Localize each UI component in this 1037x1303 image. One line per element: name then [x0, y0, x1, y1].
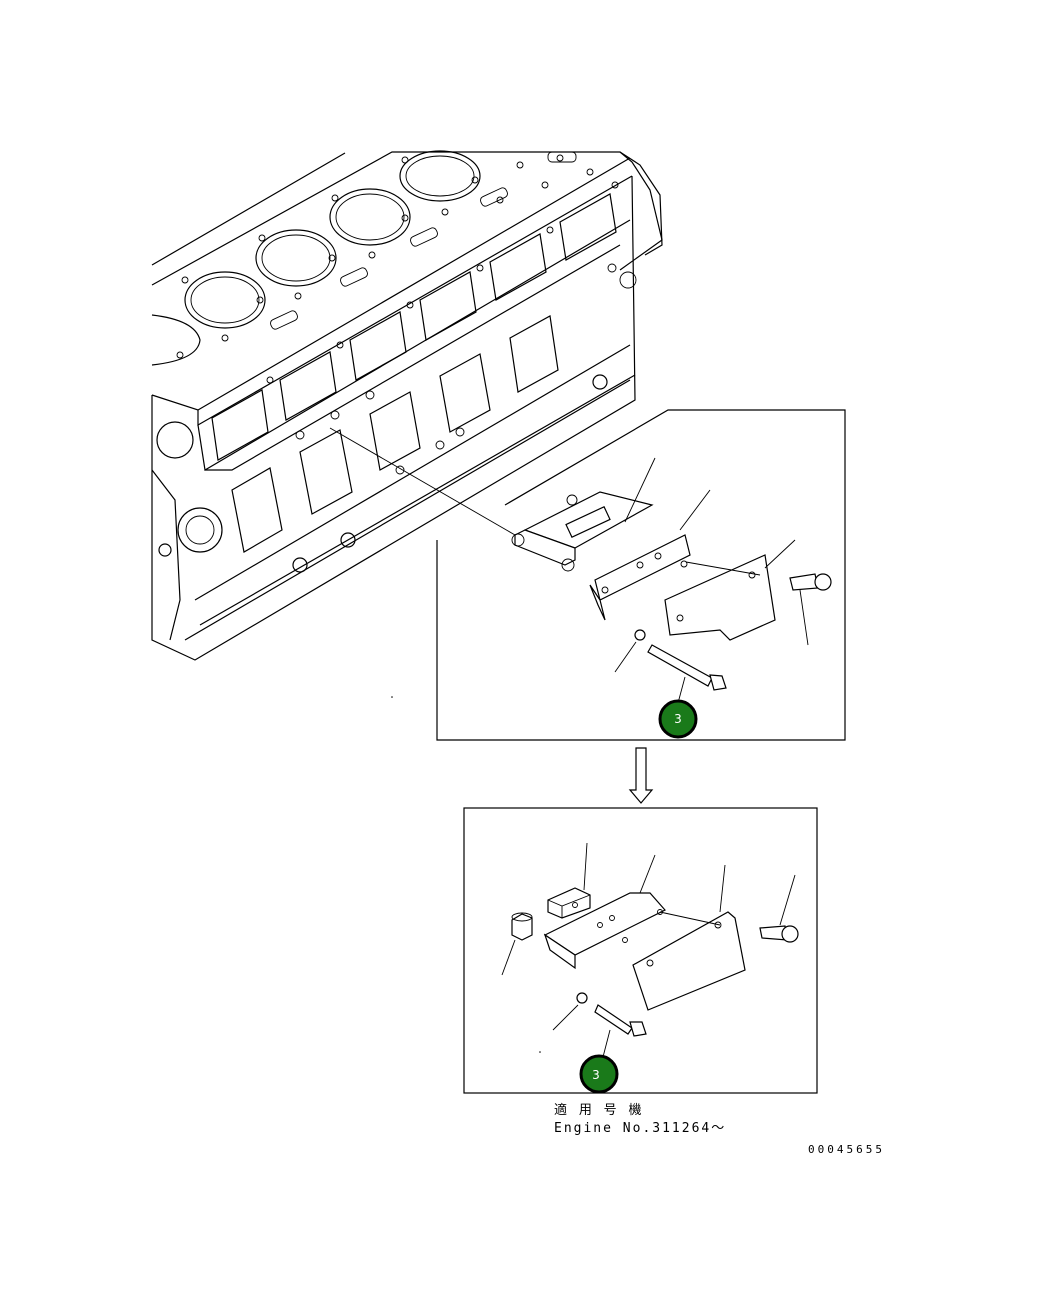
- engine-block-illustration: [151, 150, 663, 661]
- callout-badge-lower-label: 3: [592, 1068, 600, 1082]
- applicable-serial-label: Engine No.311264～: [554, 1121, 727, 1136]
- callout-badge-lower[interactable]: 3: [579, 1054, 619, 1094]
- down-arrow-icon: [628, 747, 654, 804]
- callout-badge-upper-label: 3: [674, 712, 682, 726]
- lower-detail-panel: 3: [463, 807, 818, 1094]
- upper-detail-panel: 3: [436, 409, 846, 741]
- document-number: 00045655: [808, 1143, 885, 1156]
- applicable-serial-label-jp: 適 用 号 機: [554, 1103, 644, 1118]
- location-leader-line: [329, 427, 516, 536]
- callout-badge-upper[interactable]: 3: [658, 699, 698, 739]
